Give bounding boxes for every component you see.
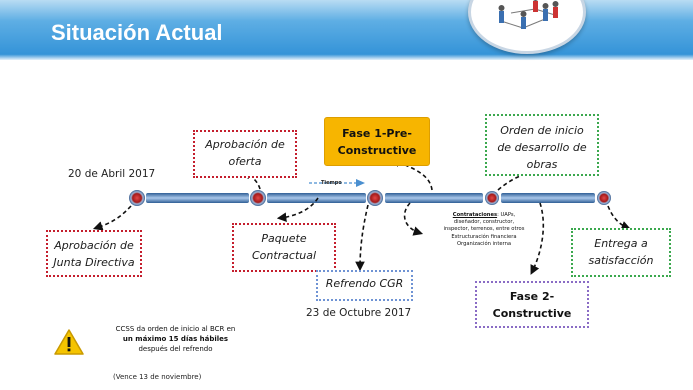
timeline-node bbox=[129, 190, 145, 206]
slide-title: Situación Actual bbox=[51, 20, 223, 45]
connector-arrow bbox=[355, 204, 369, 272]
connector-arrow bbox=[530, 202, 545, 275]
tiempo-label: Tiempo bbox=[321, 180, 342, 186]
date-refrendo: 23 de Octubre 2017 bbox=[306, 307, 412, 319]
timeline-bar bbox=[146, 193, 595, 203]
connector-arrow bbox=[92, 205, 132, 231]
box-fase1-preconstructive: Fase 1-Pre- Constructive bbox=[324, 117, 430, 166]
connector-arrow bbox=[607, 205, 631, 231]
timeline-node bbox=[250, 190, 266, 206]
box-refrendo-cgr: Refrendo CGR bbox=[316, 270, 413, 301]
timeline-node bbox=[597, 191, 611, 205]
timeline-node bbox=[485, 191, 499, 205]
box-aprobacion-junta: Aprobación de Junta Directiva bbox=[46, 230, 142, 277]
date-start: 20 de Abril 2017 bbox=[68, 168, 156, 180]
warning-icon bbox=[54, 329, 84, 360]
box-orden-inicio: Orden de inicio de desarrollo de obras bbox=[485, 114, 599, 176]
box-paquete-contractual: Paquete Contractual bbox=[232, 223, 336, 272]
note-text: CCSS da orden de inicio al BCR en un máx… bbox=[115, 325, 236, 353]
people-network-icon bbox=[498, 0, 559, 29]
box-fase2-constructive: Fase 2- Constructive bbox=[475, 281, 589, 328]
tiempo-arrow bbox=[309, 179, 365, 187]
contrataciones-text: Contrataciones: UAPs, diseñador, constru… bbox=[443, 212, 525, 247]
note-deadline: (Vence 13 de noviembre) bbox=[113, 373, 202, 381]
box-entrega-satisfaccion: Entrega a satisfacción bbox=[571, 228, 671, 277]
connector-arrow bbox=[276, 197, 319, 222]
box-aprobacion-oferta: Aprobación de oferta bbox=[193, 130, 297, 178]
connector-arrow bbox=[403, 202, 424, 236]
timeline-node bbox=[367, 190, 383, 206]
